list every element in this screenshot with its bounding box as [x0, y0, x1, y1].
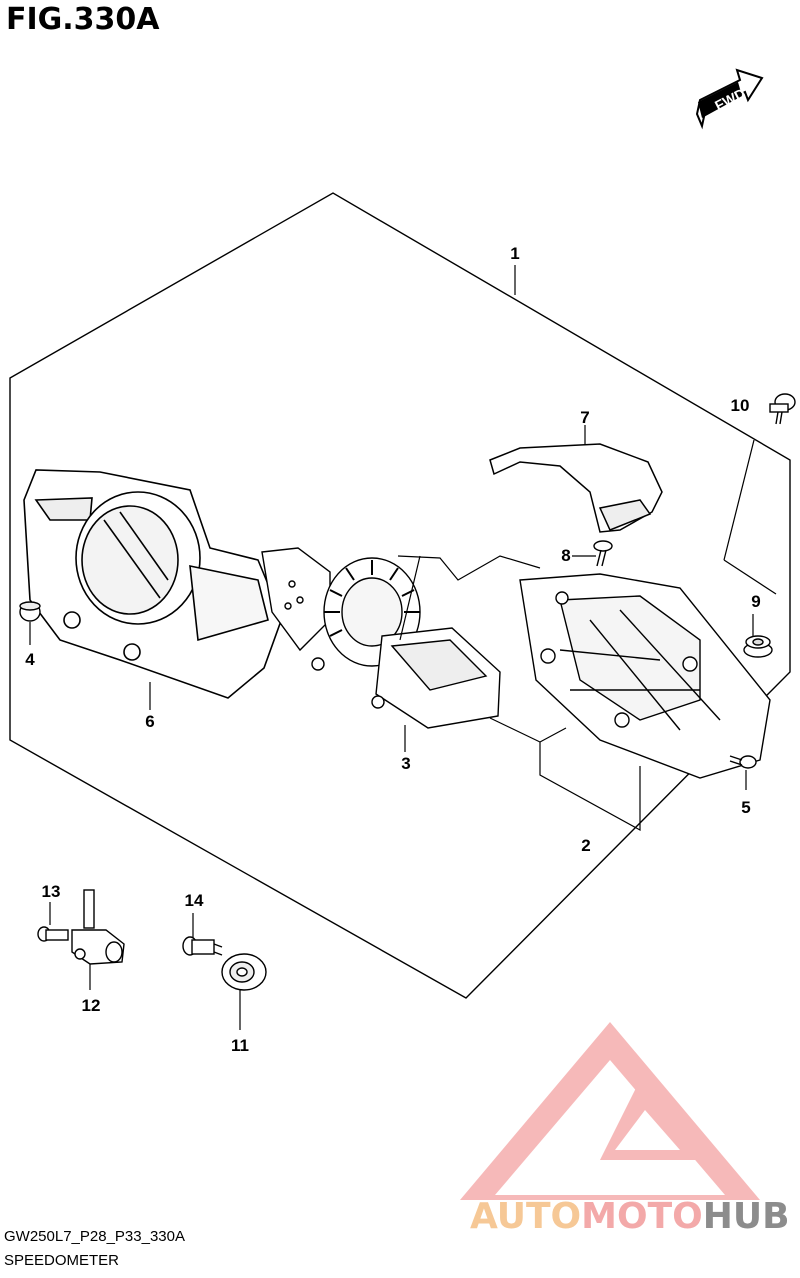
speedometer-unit: [261, 547, 501, 729]
callout-14: 14: [184, 891, 204, 910]
callout-4: 4: [25, 650, 35, 669]
fwd-arrow-icon: [695, 68, 764, 130]
callout-2: 2: [581, 836, 591, 855]
callout-7: 7: [580, 408, 590, 427]
figure-title: FIG.330A: [6, 2, 160, 37]
bolt-13: [37, 926, 69, 942]
figure-name: SPEEDOMETER: [4, 1252, 120, 1269]
callout-5: 5: [741, 798, 751, 817]
bolt-14: [182, 936, 223, 956]
callout-11: 11: [231, 1036, 249, 1055]
callout-6: 6: [145, 712, 155, 731]
callout-3: 3: [401, 754, 411, 773]
screw-8: [593, 540, 613, 567]
rear-case: [397, 555, 771, 779]
cushion: [19, 601, 41, 622]
meter-cover: [23, 469, 283, 699]
callout-10: 10: [730, 396, 750, 415]
figure-code: GW250L7_P28_P33_330A: [4, 1228, 185, 1245]
fwd-badge-text: FWD: [712, 85, 748, 114]
bolt-10: [769, 393, 796, 425]
callout-1: 1: [510, 244, 520, 263]
callout-9: 9: [751, 592, 761, 611]
watermark-hub: HUB: [702, 1196, 790, 1237]
top-panel: [489, 443, 663, 533]
callout-12: 12: [81, 996, 101, 1015]
collar-11: [221, 953, 267, 991]
speed-sensor: [71, 889, 125, 965]
grommet-9: [743, 635, 773, 658]
assembly-outline: [9, 192, 791, 999]
watermark-moto: MOTO: [581, 1196, 703, 1237]
watermark-logo: [460, 1022, 760, 1200]
watermark-text: AUTOMOTOHUB: [470, 1196, 790, 1237]
callout-8: 8: [561, 546, 571, 565]
screw-5: [729, 755, 757, 769]
callout-13: 13: [41, 882, 61, 901]
watermark-auto: AUTO: [470, 1196, 582, 1237]
